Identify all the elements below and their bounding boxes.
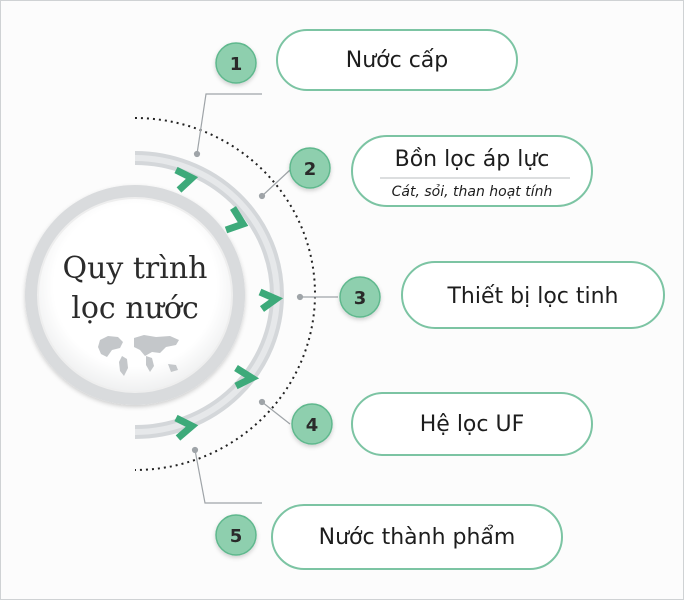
center-circle [25,185,245,405]
connectors [191,93,338,504]
step-number: 1 [230,54,243,75]
step-number-badge [215,42,257,84]
step-label: Hệ lọc UF [420,412,525,437]
step-pill [271,504,563,570]
center-title-line-1: Quy trình [62,251,207,286]
step-label: Nước thành phẩm [319,525,516,550]
chevron-icon [224,206,249,234]
step-pill [351,135,593,207]
chevron-icon [258,288,284,312]
step-number: 4 [306,415,319,436]
step-number: 3 [354,288,367,309]
step-4: 4 Hệ lọc UF [291,392,593,456]
step-number-badge [215,514,257,556]
step-pill [276,29,518,91]
step-number: 2 [304,159,317,180]
step-number-badge [339,276,381,318]
chevron-icon [174,166,199,193]
step-label: Thiết bị lọc tinh [446,284,618,309]
step-sublabel: Cát, sỏi, than hoạt tính [392,184,553,200]
step-label: Bồn lọc áp lực [395,147,550,172]
chevron-icon [234,365,260,390]
step-number: 5 [230,526,243,547]
step-label: Nước cấp [346,48,449,73]
world-map-icon [98,335,179,376]
step-5: 5 Nước thành phẩm [215,504,563,570]
step-number-badge [289,147,331,189]
flow-chevrons [174,166,284,441]
chevron-icon [174,414,199,441]
step-2: 2 Bồn lọc áp lực Cát, sỏi, than hoạt tín… [289,135,593,207]
center-title-line-2: lọc nước [71,291,199,326]
step-3: 3 Thiết bị lọc tinh [339,261,665,329]
step-pill [351,392,593,456]
step-pill [401,261,665,329]
flow-arc-highlight [134,155,280,435]
step-number-badge [291,403,333,445]
step-1: 1 Nước cấp [215,29,518,91]
